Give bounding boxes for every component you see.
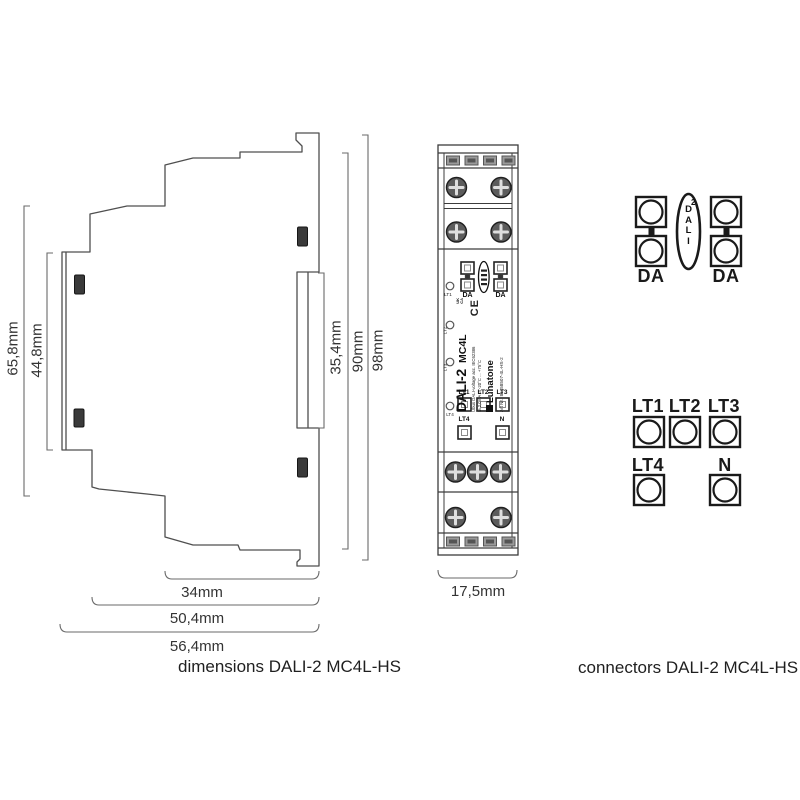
front-view-drawing <box>437 144 519 556</box>
vent-slots-top <box>446 155 516 166</box>
dim-label-98: 98mm <box>369 329 387 372</box>
led-label-lt2: LT2 <box>442 326 448 335</box>
front-view-section-lines <box>438 152 518 549</box>
ukca-line2: CA <box>459 298 465 304</box>
article-number: Art Nr.: 86458507-4L-HS-2 <box>499 357 504 412</box>
vent-slots-bottom <box>446 536 516 547</box>
connector-da-label-left: DA <box>637 266 665 286</box>
din-clip-markers <box>73 226 308 478</box>
connector-label-lt2: LT2 <box>668 396 702 416</box>
dali-letter-l: L <box>685 225 692 237</box>
led-label-lt3: LT3 <box>442 363 448 372</box>
front-terminal-label-n: N <box>499 416 505 423</box>
front-terminal-label-lt1: LT1 <box>458 389 470 396</box>
caption-connectors: connectors DALI-2 MC4L-HS <box>578 658 799 677</box>
da-link-bar-right <box>723 227 730 236</box>
dim-bracket-34 <box>164 570 320 580</box>
side-view-drawing <box>61 132 320 567</box>
front-dali-logo-icon <box>477 260 490 294</box>
front-branding-block: DALI-2 MC4L UK CA CE Ubus DALI-voltage a… <box>453 298 512 412</box>
dim-line-65-8 <box>23 205 30 497</box>
dim-line-98 <box>362 134 369 561</box>
dim-line-90 <box>342 152 349 550</box>
front-terminal-label-lt2: LT2 <box>477 389 489 396</box>
spec-line-2: Ia 2,0mA ta -20°C ... +75°C <box>476 359 482 412</box>
side-view-outline <box>61 132 320 567</box>
front-da-label-right: DA <box>495 292 506 299</box>
dimension-lines <box>23 134 518 633</box>
front-view-thin-band <box>444 203 512 209</box>
screw-icons <box>444 176 512 529</box>
dim-label-34: 34mm <box>181 584 223 601</box>
brand-name: Lunatone <box>485 360 496 412</box>
dim-label-90: 90mm <box>349 330 367 373</box>
dali-logo-two: 2 <box>691 198 696 207</box>
caption-dimensions: dimensions DALI-2 MC4L-HS <box>178 657 401 676</box>
da-link-bar-left <box>648 227 655 236</box>
dali-letter-i: I <box>687 235 690 247</box>
front-da-label-left: DA <box>462 292 473 299</box>
dali-logo-letters: D A L I <box>683 204 694 247</box>
led-indicators <box>445 281 455 411</box>
connector-label-n: N <box>718 455 732 475</box>
front-lt-terminals <box>457 397 510 440</box>
dim-label-44-8: 44,8mm <box>28 323 46 378</box>
dim-line-35-4 <box>318 272 325 429</box>
connector-diagram <box>632 192 743 507</box>
front-view-side-rails <box>443 153 513 548</box>
dali-letter-d: D <box>685 204 692 215</box>
lunatone-logo-icon <box>486 405 493 412</box>
front-da-terminals <box>460 261 508 292</box>
dim-line-44-8 <box>46 252 53 451</box>
product-model: MC4L <box>457 334 469 363</box>
dim-label-50-4: 50,4mm <box>169 610 225 627</box>
dim-bracket-17-5 <box>437 569 518 579</box>
connector-label-lt1: LT1 <box>631 396 665 416</box>
brand-text: Lunatone <box>485 360 496 403</box>
dim-label-56-4: 56,4mm <box>169 638 225 655</box>
front-terminal-label-lt3: LT3 <box>496 389 508 396</box>
ce-mark-icon: CE <box>469 299 481 317</box>
led-label-lt4: LT4 <box>446 412 454 417</box>
dali-logo-icon <box>675 192 702 271</box>
dim-label-65-8: 65,8mm <box>4 321 22 376</box>
dali-letter-a: A <box>685 214 692 226</box>
front-view-body <box>437 144 519 556</box>
dim-label-35-4: 35,4mm <box>327 320 345 375</box>
product-title: DALI-2 <box>453 369 469 412</box>
dim-bracket-50-4 <box>91 596 320 606</box>
led-label-lt1: LT1 <box>444 292 452 297</box>
connector-da-label-right: DA <box>712 266 740 286</box>
dim-bracket-56-4 <box>59 623 320 633</box>
dim-label-17-5: 17,5mm <box>450 583 506 600</box>
ukca-mark: UK CA <box>455 298 465 304</box>
connector-label-lt3: LT3 <box>707 396 741 416</box>
spec-line-1: Ubus DALI-voltage acc. IEC62386 <box>471 346 476 412</box>
connector-label-lt4: LT4 <box>631 455 665 475</box>
front-terminal-label-lt4: LT4 <box>458 416 470 423</box>
